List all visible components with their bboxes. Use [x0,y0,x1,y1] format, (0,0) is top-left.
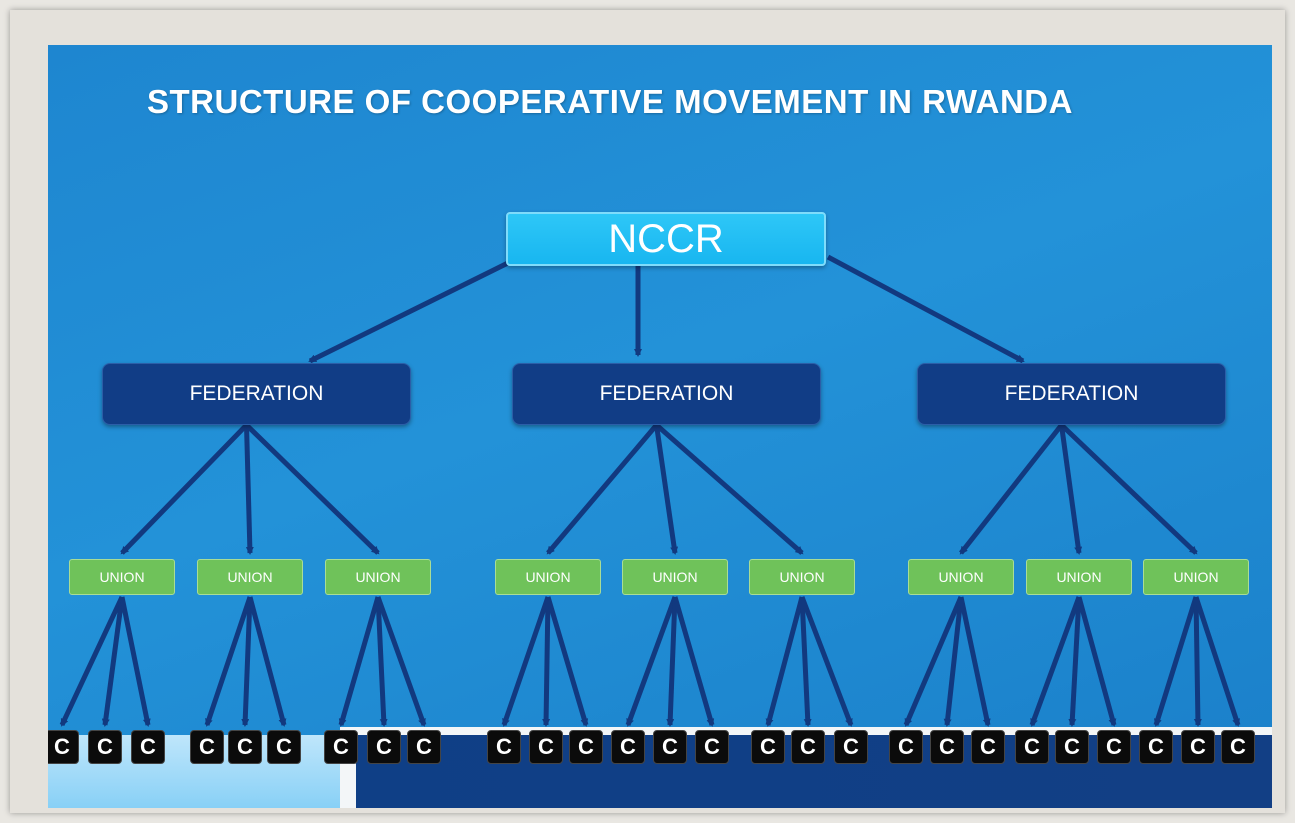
cooperative-box: C [228,730,262,764]
arrow-union-2-2-to-coop-3 [672,596,715,727]
cooperative-box: C [1139,730,1173,764]
cooperative-box: C [1181,730,1215,764]
cooperative-box: C [569,730,603,764]
union-box-3-3: UNION [1143,559,1249,595]
arrow-nccr-to-federation-3 [826,254,1025,364]
arrow-federation-3-to-union-2 [1059,424,1083,555]
arrow-union-1-3-to-coop-3 [375,596,427,727]
union-box-1-3: UNION [325,559,431,595]
arrow-union-2-3-to-coop-1 [765,596,805,727]
arrow-union-2-2-to-coop-2 [666,596,678,727]
cooperative-box: C [324,730,358,764]
arrow-union-3-3-to-coop-3 [1193,596,1241,727]
union-box-2-3: UNION [749,559,855,595]
cooperative-box: C [1097,730,1131,764]
arrow-union-1-2-to-coop-2 [241,596,253,727]
cooperative-box: C [834,730,868,764]
union-box-2-2: UNION [622,559,728,595]
cooperative-box: C [88,730,122,764]
arrow-federation-3-to-union-3 [1059,423,1198,555]
arrow-union-2-1-to-coop-3 [545,596,589,727]
cooperative-box: C [267,730,301,764]
arrow-union-1-1-to-coop-3 [119,596,151,727]
union-box-1-1: UNION [69,559,175,595]
arrow-union-3-2-to-coop-3 [1076,596,1117,727]
arrow-union-3-1-to-coop-2 [943,596,964,727]
slide: STRUCTURE OF COOPERATIVE MOVEMENT IN RWA… [48,45,1272,808]
arrow-union-2-3-to-coop-3 [799,596,854,727]
union-box-2-1: UNION [495,559,601,595]
arrow-federation-3-to-union-1 [959,423,1064,555]
arrow-union-1-2-to-coop-3 [247,596,287,727]
slide-title: STRUCTURE OF COOPERATIVE MOVEMENT IN RWA… [147,83,1073,120]
arrow-union-3-2-to-coop-2 [1068,596,1082,727]
cooperative-box: C [487,730,521,764]
federation-box-3: FEDERATION [917,363,1226,425]
slide-frame: STRUCTURE OF COOPERATIVE MOVEMENT IN RWA… [10,10,1285,813]
arrow-nccr-to-federation-1 [308,257,516,364]
cooperative-box: C [751,730,785,764]
federation-box-1: FEDERATION [102,363,411,425]
cooperative-box: C [791,730,825,764]
federation-box-2: FEDERATION [512,363,821,425]
cooperative-box: C [367,730,401,764]
cooperative-box: C [529,730,563,764]
arrow-federation-1-to-union-3 [244,423,380,555]
arrow-union-3-2-to-coop-1 [1029,596,1082,727]
arrow-union-1-3-to-coop-1 [338,596,381,727]
arrow-union-1-2-to-coop-1 [204,596,253,727]
arrow-union-2-3-to-coop-2 [799,596,812,727]
arrow-federation-2-to-union-1 [546,423,659,555]
arrow-union-1-3-to-coop-2 [375,596,388,727]
union-box-3-2: UNION [1026,559,1132,595]
cooperative-box: C [190,730,224,764]
cooperative-box: C [407,730,441,764]
cooperative-box: C [1055,730,1089,764]
cooperative-box: C [611,730,645,764]
cooperative-box: C [889,730,923,764]
arrow-union-2-2-to-coop-1 [625,596,678,727]
cooperative-box: C [930,730,964,764]
union-box-3-1: UNION [908,559,1014,595]
arrow-union-1-1-to-coop-1 [59,595,125,727]
arrow-union-2-1-to-coop-1 [501,596,551,727]
arrow-union-2-1-to-coop-2 [542,596,551,727]
arrow-union-3-1-to-coop-1 [903,596,964,727]
arrow-union-1-1-to-coop-2 [101,596,125,727]
union-box-1-2: UNION [197,559,303,595]
arrow-union-3-3-to-coop-1 [1153,596,1199,727]
arrow-federation-2-to-union-3 [654,423,804,555]
cooperative-box: C [1221,730,1255,764]
cooperative-box: C [1015,730,1049,764]
arrow-federation-1-to-union-1 [120,423,249,555]
arrow-union-3-1-to-coop-3 [958,596,991,727]
cooperative-box: C [131,730,165,764]
connector-arrows [59,254,1241,727]
arrow-federation-1-to-union-2 [244,424,254,555]
cooperative-box: C [653,730,687,764]
arrow-union-3-3-to-coop-2 [1193,596,1202,727]
cooperative-box: C [48,730,79,764]
cooperative-box: C [695,730,729,764]
nccr-box: NCCR [506,212,826,266]
arrow-federation-2-to-union-2 [654,424,679,555]
cooperative-box: C [971,730,1005,764]
